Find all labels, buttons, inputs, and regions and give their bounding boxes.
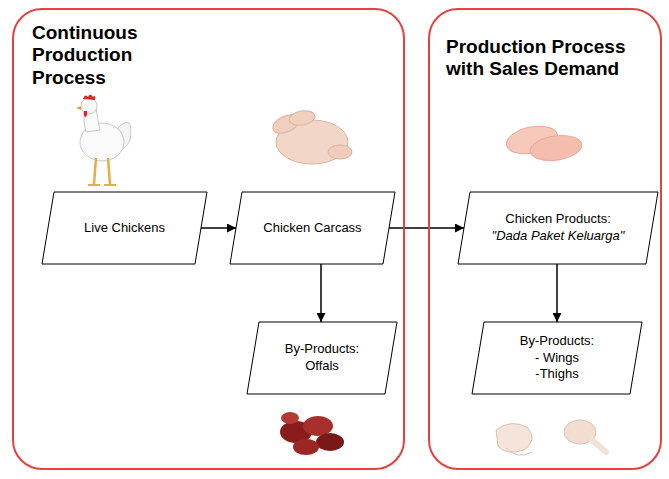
process-region: Live Chickens Chicken CarcassBy-Products:… (12, 8, 405, 470)
flow-arrow (556, 264, 558, 322)
node-text: Chicken Carcass (263, 220, 361, 237)
chicken-leg (94, 158, 96, 184)
live-chicken-picture (76, 95, 131, 186)
offal-piece (293, 439, 319, 455)
offal-piece (303, 416, 333, 436)
chicken-leg (108, 158, 110, 184)
flow-arrow (389, 227, 464, 229)
chicken-head (81, 98, 97, 114)
node-text: - Wings (535, 350, 579, 367)
data-parallelogram: Chicken Products:"Dada Paket Keluarga" (458, 192, 658, 264)
node-text: "Dada Paket Keluarga" (492, 228, 625, 245)
offal-picture (280, 412, 344, 455)
parallelogram-shape (247, 322, 397, 394)
breast-fillet (529, 132, 584, 163)
chicken-breast-picture (504, 122, 584, 164)
wing-piece (496, 423, 532, 452)
data-parallelogram: Live Chickens (42, 192, 207, 264)
node-text: By-Products: (520, 333, 594, 350)
process-region: Chicken Products:"Dada Paket Keluarga" By… (428, 8, 662, 470)
thigh-bone (592, 440, 606, 452)
region-title: Production Process with Sales Demand (446, 36, 646, 81)
chicken-wattle (84, 111, 88, 117)
carcass-leg (288, 109, 316, 127)
region-title: Continuous Production Process (32, 22, 182, 89)
flow-arrow (201, 227, 236, 229)
node-text: Live Chickens (84, 220, 165, 237)
wing-joint (506, 448, 532, 455)
wings-thighs-picture (496, 420, 606, 455)
parallelogram-shape (42, 192, 207, 264)
node-text: -Thighs (535, 366, 578, 383)
chicken-comb (83, 95, 95, 101)
parallelogram-shape (230, 192, 395, 264)
data-parallelogram: Chicken Carcass (230, 192, 395, 264)
chicken-beak (76, 106, 81, 110)
flow-arrow (320, 264, 322, 322)
data-parallelogram: By-Products: Offals (247, 322, 397, 394)
parallelogram-shape (458, 192, 658, 264)
offal-piece (281, 412, 299, 424)
carcass-wing (328, 145, 352, 159)
node-text: Chicken Products: (505, 211, 611, 228)
offal-piece (316, 433, 344, 451)
data-parallelogram: By-Products:- Wings-Thighs (472, 322, 642, 394)
chicken-feet (88, 184, 116, 186)
chicken-carcass-picture (270, 109, 352, 164)
parallelogram-shape (472, 322, 642, 394)
node-text: By-Products: Offals (267, 341, 377, 375)
